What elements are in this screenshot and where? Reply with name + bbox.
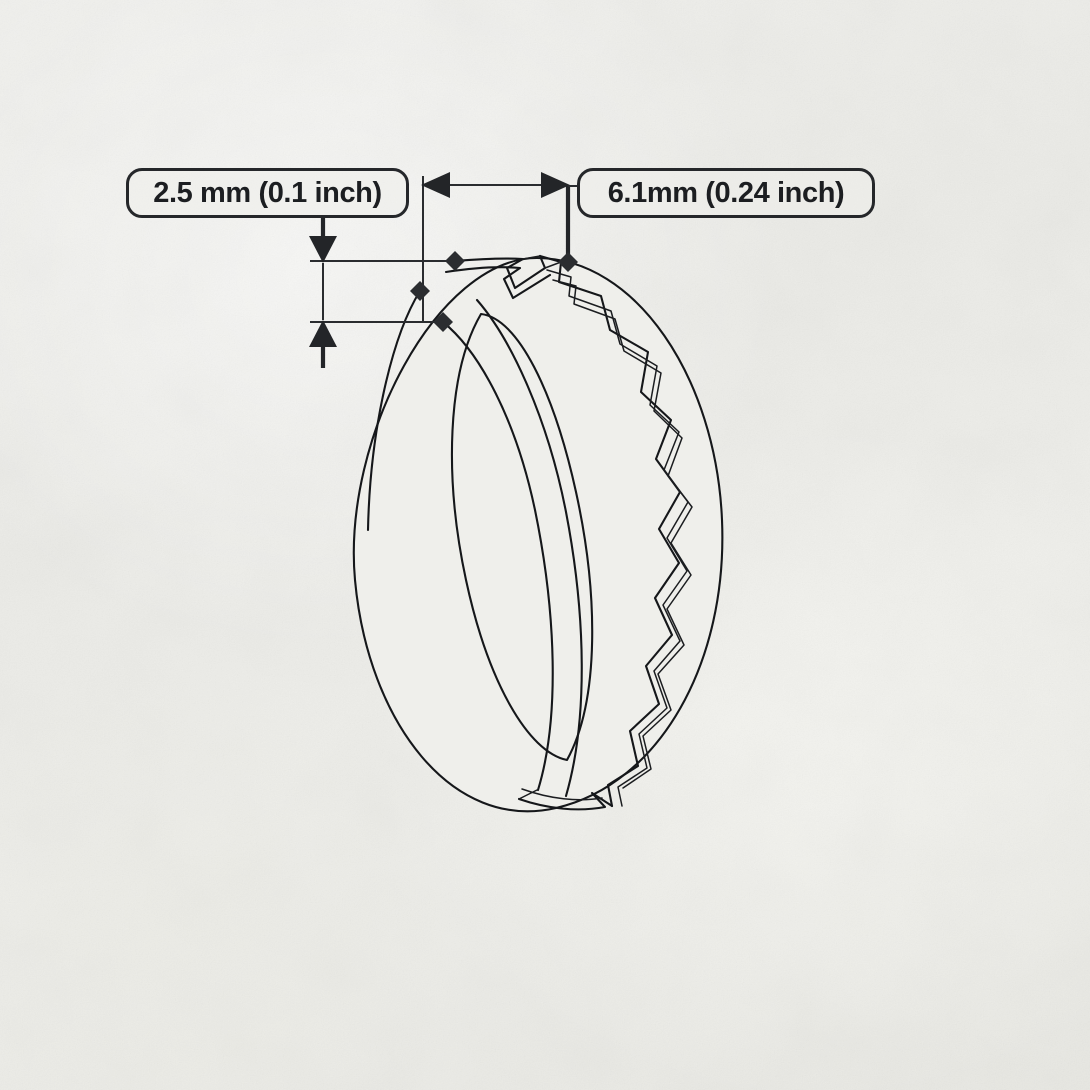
band-crest-top [444,254,562,300]
width-extension-lines [422,176,578,322]
width-dimension-arrow [421,172,570,198]
snap-point-outer-edge [410,281,430,301]
ring-through-hole [450,312,594,762]
thickness-dimension-arrow [309,216,337,368]
zigzag-groove-pattern [538,254,693,808]
thickness-extension-lines [310,260,455,323]
dimension-label-width[interactable]: 6.1mm (0.24 inch) [577,168,875,218]
dimension-label-thickness-text: 2.5 mm (0.1 inch) [153,176,382,209]
snap-markers [410,251,578,332]
snap-point-band-top [558,252,578,272]
dimension-label-thickness[interactable]: 2.5 mm (0.1 inch) [126,168,409,218]
dimension-label-width-text: 6.1mm (0.24 inch) [607,176,845,209]
ring-inner-rim [441,298,583,798]
snap-point-inner-edge [433,312,453,332]
band-crest-bottom [517,788,614,811]
ring-far-rim [366,289,422,532]
snap-point-top-left [445,251,465,271]
